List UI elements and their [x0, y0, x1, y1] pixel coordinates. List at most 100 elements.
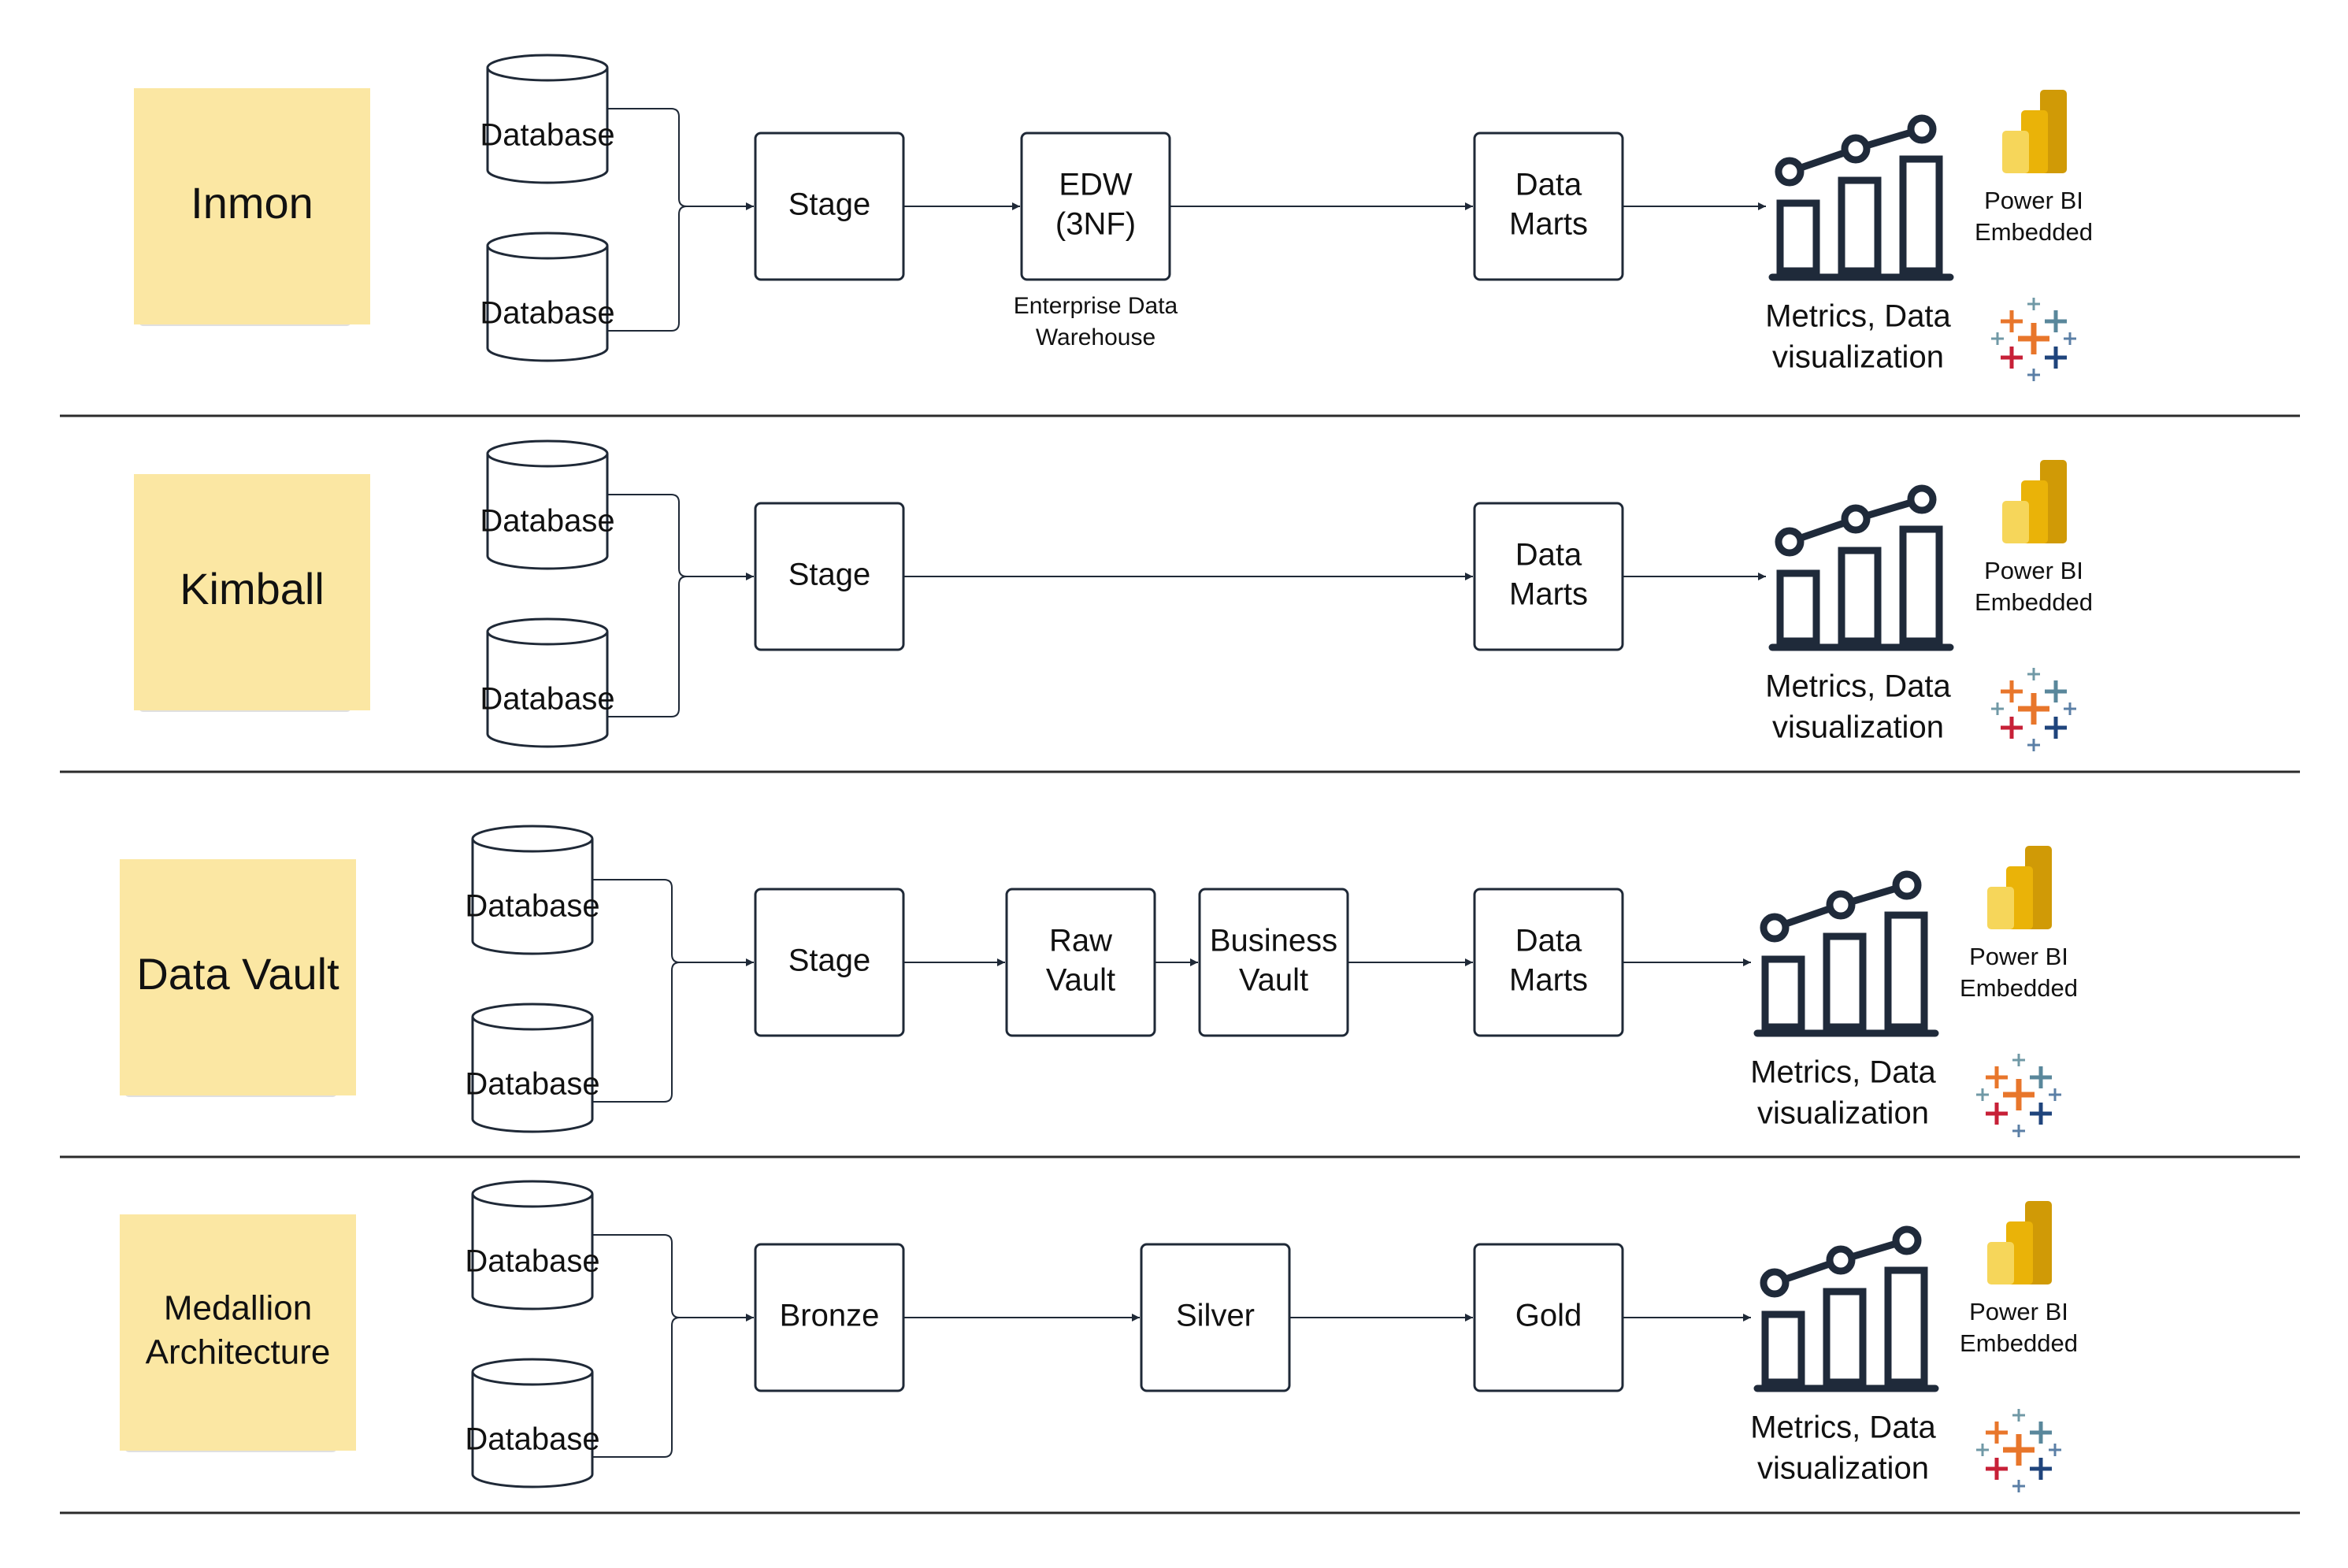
- row-title: Kimball: [180, 564, 325, 613]
- database-body: [471, 839, 594, 955]
- database-label: Database: [480, 296, 614, 331]
- database-cylinder-icon: [486, 232, 609, 362]
- chart-bar: [1884, 1266, 1928, 1386]
- tableau-logo-icon: [1976, 1054, 2061, 1137]
- bar-line-chart-icon: [1768, 484, 1954, 651]
- database-body: [486, 246, 609, 362]
- chart-trend-node: [1826, 1245, 1856, 1275]
- database-top: [486, 617, 609, 646]
- database-cylinder-icon: [471, 825, 594, 955]
- bar-line-chart-icon: [1753, 870, 1939, 1037]
- stage-box-label: Stage: [788, 187, 871, 222]
- chart-bar: [1823, 932, 1867, 1031]
- row-title: Data Vault: [136, 949, 339, 999]
- database-body: [486, 632, 609, 748]
- power-bi-logo-icon: [1987, 846, 2052, 929]
- connector-lower: [607, 576, 688, 717]
- database-cylinder-icon: [471, 1003, 594, 1133]
- tableau-logo-icon: [1991, 298, 2076, 381]
- database-cylinder-icon: [486, 54, 609, 184]
- database-top: [471, 1003, 594, 1031]
- connector-lower: [592, 962, 681, 1103]
- connector-lower: [607, 206, 688, 332]
- database-label: Database: [465, 1422, 599, 1457]
- database-top: [486, 54, 609, 82]
- database-body: [471, 1017, 594, 1133]
- chart-bar: [1761, 1310, 1805, 1386]
- chart-bar: [1899, 155, 1943, 275]
- stage-box-label: EDW(3NF): [1055, 168, 1136, 242]
- sticky-note: [120, 1214, 356, 1451]
- database-label: Database: [480, 118, 614, 153]
- chart-bar: [1823, 1288, 1867, 1386]
- connector-upper: [592, 1234, 681, 1318]
- chart-trend-node: [1841, 134, 1871, 164]
- power-bi-bar-short: [1987, 1242, 2014, 1284]
- sticky-note: [120, 859, 356, 1095]
- power-bi-logo-icon: [2002, 460, 2067, 543]
- connector-upper: [592, 879, 681, 963]
- database-top: [486, 439, 609, 468]
- database-label: Database: [465, 1067, 599, 1102]
- database-top: [471, 825, 594, 853]
- chart-trend-node: [1892, 1225, 1922, 1255]
- database-top: [471, 1358, 594, 1386]
- database-top: [486, 232, 609, 260]
- chart-trend-node: [1775, 527, 1805, 557]
- tableau-logo-icon: [1976, 1409, 2061, 1492]
- power-bi-bar-short: [2002, 131, 2029, 173]
- row-title: Inmon: [191, 178, 313, 228]
- database-body: [486, 454, 609, 570]
- database-label: Database: [480, 682, 614, 717]
- database-label: Database: [465, 1244, 599, 1279]
- power-bi-bar-short: [2002, 501, 2029, 543]
- tableau-logo-icon: [1991, 668, 2076, 751]
- chart-bar: [1776, 199, 1820, 275]
- database-cylinder-icon: [486, 617, 609, 748]
- chart-bar: [1884, 911, 1928, 1031]
- stage-box-label: Bronze: [780, 1299, 880, 1333]
- database-cylinder-icon: [486, 439, 609, 570]
- stage-box-label: Stage: [788, 943, 871, 978]
- chart-trend-node: [1907, 484, 1937, 514]
- database-body: [471, 1194, 594, 1310]
- power-bi-bar-short: [1987, 887, 2014, 929]
- chart-trend-node: [1826, 890, 1856, 920]
- database-label: Database: [480, 504, 614, 539]
- database-body: [471, 1372, 594, 1488]
- connector-upper: [607, 108, 688, 207]
- chart-trend-node: [1892, 870, 1922, 900]
- chart-trend-node: [1775, 157, 1805, 187]
- power-bi-logo-icon: [2002, 90, 2067, 173]
- power-bi-logo-icon: [1987, 1201, 2052, 1284]
- chart-trend-node: [1760, 1268, 1790, 1298]
- database-body: [486, 68, 609, 184]
- chart-trend-node: [1907, 114, 1937, 144]
- source-merge-connector: [607, 108, 688, 332]
- chart-bar: [1838, 176, 1882, 275]
- sticky-note: [134, 474, 370, 710]
- database-cylinder-icon: [471, 1358, 594, 1488]
- connector-upper: [607, 494, 688, 577]
- chart-bar: [1899, 525, 1943, 645]
